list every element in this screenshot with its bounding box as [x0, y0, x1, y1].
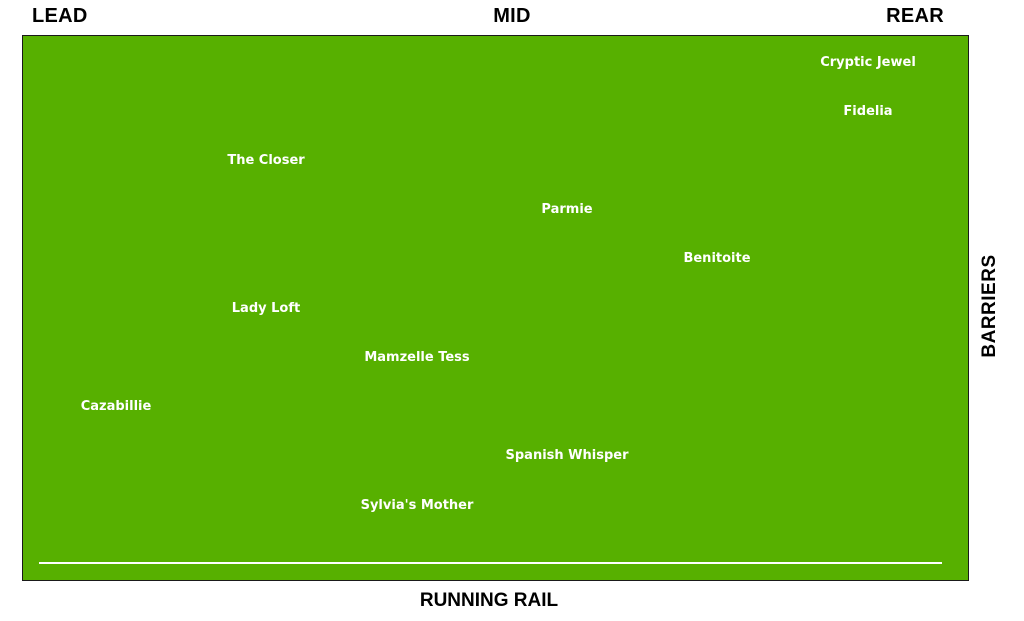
- horse-label-parmie: Parmie: [541, 202, 593, 217]
- horse-label-mamzelle-tess: Mamzelle Tess: [364, 350, 470, 365]
- speed-map-field: Cryptic Jewel Fidelia The Closer Parmie …: [22, 35, 969, 581]
- lead-label: LEAD: [32, 5, 88, 27]
- running-rail-line: [39, 562, 942, 564]
- horse-label-lady-loft: Lady Loft: [231, 301, 301, 316]
- mid-label: MID: [493, 5, 531, 27]
- horse-label-fidelia: Fidelia: [843, 104, 893, 119]
- horse-label-cryptic-jewel: Cryptic Jewel: [820, 55, 916, 70]
- horse-label-sylvias-mother: Sylvia's Mother: [360, 498, 474, 513]
- horse-label-benitoite: Benitoite: [683, 251, 751, 266]
- horse-label-the-closer: The Closer: [227, 153, 305, 168]
- running-rail-label: RUNNING RAIL: [419, 590, 559, 611]
- rear-label: REAR: [886, 5, 944, 27]
- horse-label-spanish-whisper: Spanish Whisper: [505, 448, 629, 463]
- barriers-label: BARRIERS: [979, 254, 1000, 358]
- horse-label-cazabillie: Cazabillie: [80, 399, 152, 414]
